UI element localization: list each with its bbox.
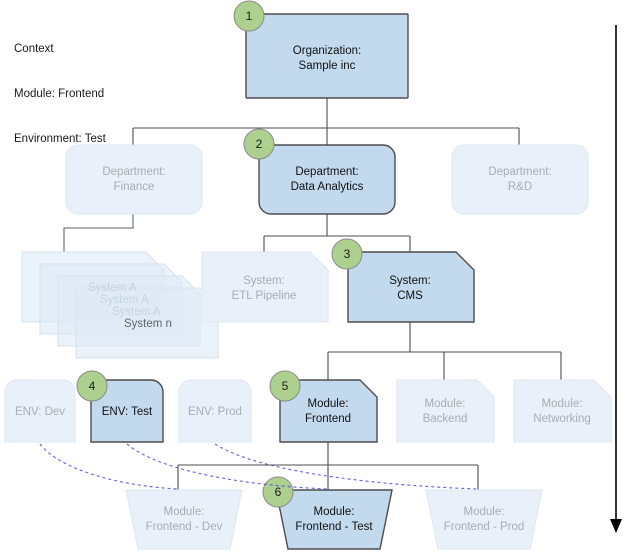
node-env-test[interactable]: ENV: Test	[90, 379, 164, 443]
deploy-frontend-prod-line2: Frontend - Prod	[444, 521, 525, 533]
node-org-sample-inc[interactable]: Organization: Sample inc	[245, 13, 409, 99]
badge-6-circle[interactable]	[262, 476, 294, 508]
system-stack-label-3: System A	[112, 306, 161, 318]
badge-5-circle[interactable]	[269, 370, 301, 402]
module-frontend-line1: Module:	[308, 398, 349, 410]
env-test-box[interactable]	[90, 379, 164, 443]
badge-2-text: 2	[256, 137, 263, 151]
deploy-frontend-test-box[interactable]	[275, 489, 393, 550]
node-dept-data-analytics[interactable]: Department: Data Analytics	[258, 144, 396, 215]
module-backend-line1: Module:	[425, 398, 466, 410]
module-networking-line1: Module:	[542, 398, 583, 410]
module-networking-box[interactable]	[513, 379, 612, 443]
badge-1-text: 1	[246, 9, 253, 23]
link-dept-to-system-bus	[263, 214, 411, 252]
system-etl-pipeline-line2: ETL Pipeline	[232, 290, 297, 302]
deploy-frontend-prod-line1: Module:	[464, 506, 505, 518]
deploy-frontend-test-line2: Frontend - Test	[295, 521, 373, 533]
dept-rnd-box[interactable]	[451, 144, 589, 215]
node-system-cms[interactable]: System: CMS	[347, 251, 475, 323]
dept-data-analytics-line2: Data Analytics	[291, 181, 364, 193]
badge-4-circle[interactable]	[76, 370, 108, 402]
dashed-link-env-test-to-frontend-test	[126, 443, 329, 490]
env-prod-box[interactable]	[178, 379, 252, 443]
link-finance-to-system-stack	[63, 214, 134, 252]
badge-1-circle[interactable]	[233, 0, 265, 32]
system-stack-label-1: System A	[88, 282, 137, 294]
node-env-dev[interactable]: ENV: Dev	[4, 379, 76, 443]
deploy-frontend-test-line1: Module:	[314, 506, 355, 518]
link-org-to-dept-bus	[132, 98, 520, 145]
badge-2[interactable]: 2	[243, 128, 275, 160]
link-module-to-deployment-bus	[177, 442, 479, 490]
dept-finance-line1: Department:	[102, 166, 165, 178]
node-env-prod[interactable]: ENV: Prod	[178, 379, 252, 443]
system-etl-pipeline-line1: System:	[243, 275, 285, 287]
env-test-label: ENV: Test	[102, 406, 153, 418]
context-legend: Context Module: Frontend Environment: Te…	[14, 12, 106, 177]
module-backend-line2: Backend	[423, 413, 468, 425]
system-cms-line1: System:	[389, 275, 431, 287]
link-system-to-module-bus	[327, 322, 562, 380]
system-cms-line2: CMS	[397, 290, 423, 302]
timeline-arrow	[610, 25, 622, 533]
dept-rnd-line2: R&D	[508, 181, 532, 193]
system-etl-pipeline-box[interactable]	[201, 251, 329, 323]
badge-3-text: 3	[344, 247, 351, 261]
badge-3-circle[interactable]	[331, 238, 363, 270]
env-dev-label: ENV: Dev	[15, 406, 65, 418]
node-module-networking[interactable]: Module: Networking	[513, 379, 612, 443]
badge-5[interactable]: 5	[269, 370, 301, 402]
module-frontend-box[interactable]	[279, 379, 378, 443]
node-deploy-frontend-dev[interactable]: Module: Frontend - Dev	[125, 489, 243, 550]
node-dept-rnd[interactable]: Department: R&D	[451, 144, 589, 215]
dept-finance-line2: Finance	[114, 181, 155, 193]
timeline-arrow-head	[610, 519, 622, 533]
node-module-backend[interactable]: Module: Backend	[396, 379, 495, 443]
deploy-frontend-prod-box[interactable]	[425, 489, 543, 550]
dashed-link-env-prod-to-frontend-prod	[214, 443, 479, 490]
badge-4[interactable]: 4	[76, 370, 108, 402]
dept-data-analytics-line1: Department:	[295, 166, 358, 178]
org-box[interactable]	[245, 13, 409, 99]
system-stack-label-2: System A	[100, 294, 149, 306]
context-environment-line: Environment: Test	[14, 133, 106, 145]
context-module-line: Module: Frontend	[14, 88, 105, 100]
deploy-frontend-dev-box[interactable]	[125, 489, 243, 550]
badge-4-text: 4	[89, 379, 96, 393]
context-title: Context	[14, 43, 54, 55]
badge-2-circle[interactable]	[243, 128, 275, 160]
deploy-frontend-dev-line1: Module:	[164, 506, 205, 518]
dept-rnd-line1: Department:	[488, 166, 551, 178]
badge-6-text: 6	[275, 485, 282, 499]
org-label-line2: Sample inc	[299, 60, 356, 72]
dept-data-analytics-box[interactable]	[258, 144, 396, 215]
node-deploy-frontend-prod[interactable]: Module: Frontend - Prod	[425, 489, 543, 550]
system-stack-card-2[interactable]	[39, 263, 183, 335]
env-prod-label: ENV: Prod	[188, 406, 242, 418]
badge-3[interactable]: 3	[331, 238, 363, 270]
deploy-frontend-dev-line2: Frontend - Dev	[146, 521, 223, 533]
org-label-line1: Organization:	[293, 45, 361, 57]
system-stack-card-4[interactable]	[75, 287, 219, 359]
badge-6[interactable]: 6	[262, 476, 294, 508]
module-backend-box[interactable]	[396, 379, 495, 443]
env-dev-box[interactable]	[4, 379, 76, 443]
badge-1[interactable]: 1	[233, 0, 265, 32]
system-stack-label-4: System n	[124, 318, 172, 330]
node-module-frontend[interactable]: Module: Frontend	[279, 379, 378, 443]
dashed-link-env-dev-to-frontend-dev	[39, 443, 179, 490]
node-deploy-frontend-test[interactable]: Module: Frontend - Test	[275, 489, 393, 550]
badge-5-text: 5	[282, 379, 289, 393]
system-cms-box[interactable]	[347, 251, 475, 323]
node-system-etl-pipeline[interactable]: System: ETL Pipeline	[201, 251, 329, 323]
module-frontend-line2: Frontend	[305, 413, 351, 425]
system-stack-card-3[interactable]	[57, 275, 201, 347]
node-system-stack[interactable]: System A System A System A System n	[21, 251, 219, 359]
module-networking-line2: Networking	[533, 413, 591, 425]
system-stack-card-1[interactable]	[21, 251, 165, 323]
